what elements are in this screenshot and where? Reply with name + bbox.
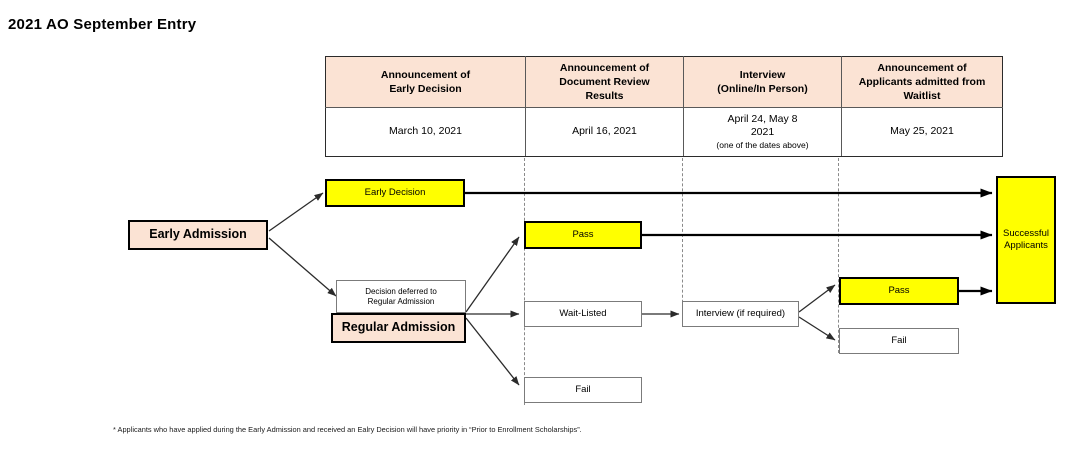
column-guide-waitlist [838,158,839,353]
header-line-2: Document Review [559,75,650,88]
node-label-line-1: Decision deferred to [365,286,437,296]
date-note: (one of the dates above) [716,140,809,151]
node-document-review-waitlisted[interactable]: Wait-Listed [524,301,642,327]
node-label: Fail [891,335,907,347]
node-successful-applicants[interactable]: Successful Applicants [996,176,1056,304]
node-label: Pass [572,229,594,241]
date-document-review: April 16, 2021 [525,107,684,157]
header-line-2: Early Decision [389,83,462,95]
page-title: 2021 AO September Entry [8,16,197,33]
connector-early-admission-to-deferred [268,237,337,297]
schedule-table: Announcement of Early Decision Announcem… [325,56,1003,157]
node-label-line-2: Regular Admission [367,296,435,306]
header-line-1: Announcement of [877,61,967,74]
date-early-decision: March 10, 2021 [325,107,526,157]
node-label: Early Admission [149,227,247,242]
node-document-review-pass[interactable]: Pass [524,221,642,249]
node-label: Early Decision [364,187,426,199]
column-header-interview: Interview (Online/In Person) [683,56,842,108]
header-line-1: Announcement of [559,61,650,74]
node-label: Wait-Listed [559,308,607,320]
node-label-line-1: Successful [1003,228,1049,240]
footnote-text: * Applicants who have applied during the… [113,425,582,434]
header-line-2: Applicants admitted from [858,75,986,88]
table-header-row: Announcement of Early Decision Announcem… [325,56,1003,108]
column-header-document-review: Announcement of Document Review Results [525,56,684,108]
node-label: Pass [888,285,910,297]
node-early-decision[interactable]: Early Decision [325,179,465,207]
table-date-row: March 10, 2021 April 16, 2021 April 24, … [325,107,1003,157]
node-label-line-2: Applicants [1004,240,1048,251]
connector-regular-to-fail [465,317,520,386]
column-guide-interview [682,158,683,323]
node-label: Regular Admission [341,320,456,335]
node-label: Interview (if required) [695,308,786,320]
node-regular-admission[interactable]: Regular Admission [331,313,466,343]
header-line-3: Results [585,90,624,103]
connector-regular-to-pass [465,236,520,313]
connector-interview-to-waitlist-fail [798,316,836,341]
header-line-2: (Online/In Person) [717,83,808,95]
column-header-waitlist-admitted: Announcement of Applicants admitted from… [841,56,1003,108]
column-guide-document-review [524,158,525,405]
column-header-early-decision: Announcement of Early Decision [325,56,526,108]
connector-early-admission-to-early-decision [268,192,324,232]
header-line-1: Announcement of [380,68,471,81]
node-document-review-fail[interactable]: Fail [524,377,642,403]
node-label: Fail [575,384,591,396]
date-line-2: 2021 [750,126,775,139]
node-waitlist-fail[interactable]: Fail [839,328,959,354]
node-decision-deferred[interactable]: Decision deferred to Regular Admission [336,280,466,313]
date-line-1: April 24, May 8 [727,112,798,125]
date-waitlist-admitted: May 25, 2021 [841,107,1003,157]
date-interview: April 24, May 8 2021 (one of the dates a… [683,107,842,157]
node-early-admission[interactable]: Early Admission [128,220,268,250]
node-interview[interactable]: Interview (if required) [682,301,799,327]
node-waitlist-pass[interactable]: Pass [839,277,959,305]
header-line-1: Interview [739,68,786,81]
header-line-3: Waitlist [903,90,941,103]
connector-interview-to-waitlist-pass [798,284,836,313]
